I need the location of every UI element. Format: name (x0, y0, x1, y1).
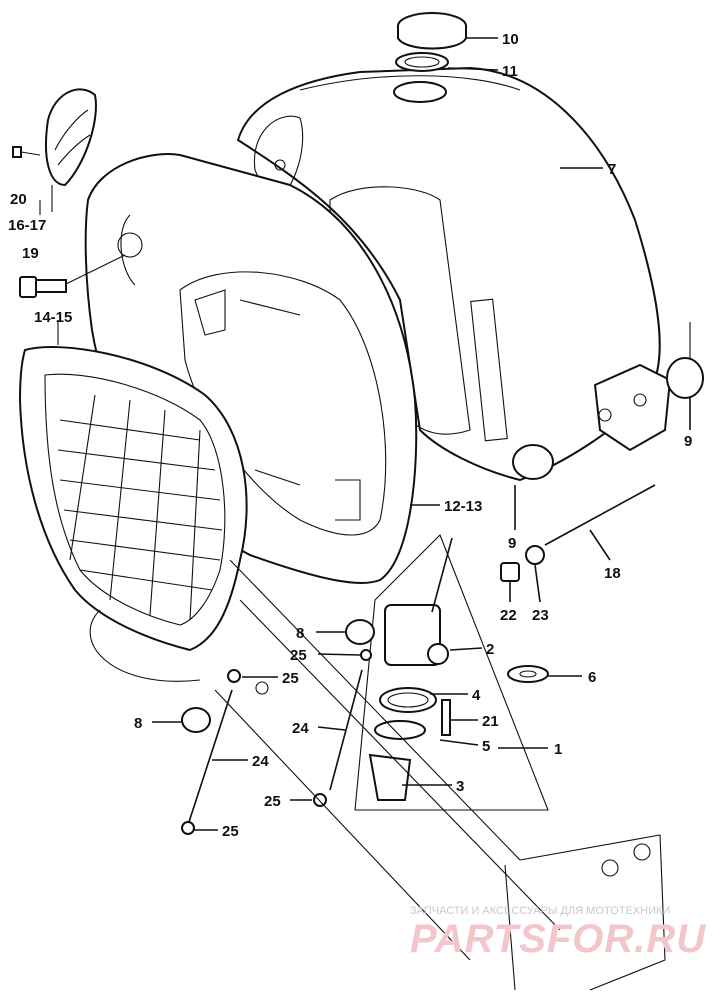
label-9-left: 9 (508, 535, 516, 552)
label-21: 21 (482, 713, 499, 730)
label-4: 4 (472, 687, 481, 704)
watermark: ЗАПЧАСТИ И АКСЕССУАРЫ ДЛЯ МОТОТЕХНИКИ PA… (410, 905, 706, 961)
joint-8-lower (181, 707, 211, 733)
joint-8-upper (345, 619, 375, 645)
label-3: 3 (456, 778, 464, 795)
fuel-tube-left (187, 689, 233, 826)
label-24-left: 24 (252, 753, 269, 770)
fuel-cock (354, 534, 549, 811)
label-8-lower: 8 (134, 715, 142, 732)
knee-pad (18, 346, 248, 652)
leader-lines (39, 37, 691, 831)
label-25-a: 25 (290, 647, 307, 664)
nut-22 (500, 562, 520, 582)
label-11: 11 (502, 63, 518, 80)
label-20: 20 (10, 191, 27, 208)
label-1: 1 (554, 741, 562, 758)
frame-fragment (89, 559, 666, 991)
label-9-right: 9 (684, 433, 692, 450)
label-25-d: 25 (222, 823, 239, 840)
filler-cap (397, 12, 467, 50)
watermark-tagline: ЗАПЧАСТИ И АКСЕССУАРЫ ДЛЯ МОТОТЕХНИКИ (410, 905, 670, 917)
label-2: 2 (486, 641, 494, 658)
label-16-17: 16-17 (8, 217, 46, 234)
label-18: 18 (604, 565, 621, 582)
label-14-15: 14-15 (34, 309, 72, 326)
long-bolt (525, 484, 656, 565)
label-10: 10 (502, 31, 519, 48)
label-12-13: 12-13 (444, 498, 482, 515)
clip-25 (181, 649, 372, 835)
cap-gasket (395, 52, 449, 72)
label-22: 22 (500, 607, 517, 624)
emblem (45, 88, 97, 187)
bolt-19 (19, 254, 126, 298)
label-8-upper: 8 (296, 625, 304, 642)
label-25-c: 25 (264, 793, 281, 810)
label-24-right: 24 (292, 720, 309, 737)
watermark-logo-text: PARTSFOR.RU (410, 917, 706, 961)
label-23: 23 (532, 607, 549, 624)
label-6: 6 (588, 669, 596, 686)
label-19: 19 (22, 245, 39, 262)
fuel-tube-right (329, 669, 363, 791)
label-25-b: 25 (282, 670, 299, 687)
label-7: 7 (608, 161, 616, 178)
screw-20 (12, 146, 41, 158)
part-labels: 10 11 7 20 16-17 19 14-15 9 12-13 9 18 2… (8, 31, 692, 840)
label-5: 5 (482, 738, 490, 755)
